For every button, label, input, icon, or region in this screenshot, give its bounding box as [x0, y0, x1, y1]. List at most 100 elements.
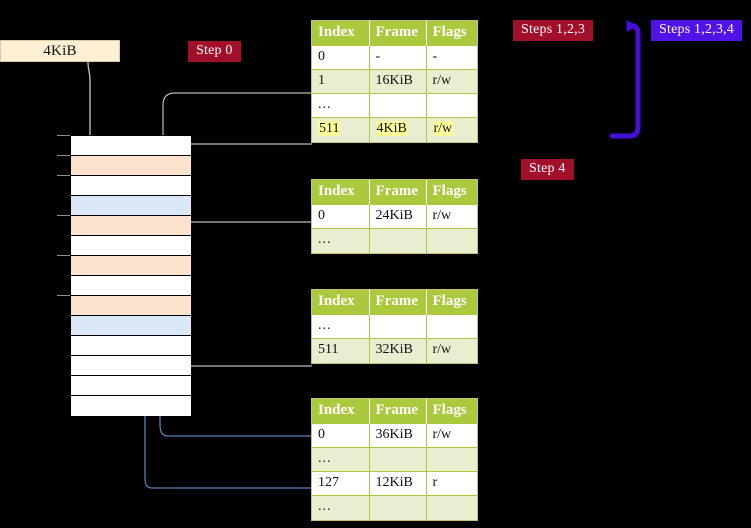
cell-flags	[426, 447, 477, 472]
memory-size-label: 4KiB	[0, 40, 120, 62]
cell-index: 127	[312, 471, 370, 496]
cell-frame	[369, 228, 427, 253]
wire-table1-row511-to-memory	[178, 143, 312, 224]
page-table-level-4: Index Frame Flags 0 36KiB r/w ... 127	[311, 398, 478, 521]
column-header-flags: Flags	[426, 290, 477, 315]
memory-row	[71, 296, 191, 316]
page-table-4-grid: Index Frame Flags 0 36KiB r/w ... 127	[312, 399, 477, 520]
cell-flags: -	[426, 45, 477, 70]
cell-index: 511	[312, 338, 370, 363]
cell-index: 511	[312, 117, 370, 142]
arrow-steps-loop	[609, 20, 641, 139]
memory-row	[71, 156, 191, 176]
badge-step-4: Step 4	[521, 159, 574, 180]
cell-flags	[426, 93, 477, 118]
cell-index: 0	[312, 204, 370, 229]
cell-frame	[369, 93, 427, 118]
highlighted-value: 4KiB	[375, 121, 408, 137]
memory-row-tick	[57, 255, 70, 256]
column-header-index: Index	[312, 290, 370, 315]
table-row: 127 12KiB r	[312, 471, 477, 496]
highlighted-value: r/w	[432, 121, 454, 137]
cell-index: 0	[312, 423, 370, 448]
table-row-highlighted: 511 4KiB r/w	[312, 117, 477, 142]
wire-table3-row511-to-memory	[178, 312, 312, 367]
cell-frame: 24KiB	[369, 204, 427, 229]
memory-row	[71, 136, 191, 156]
table-row: 0 36KiB r/w	[312, 423, 477, 448]
column-header-frame: Frame	[369, 180, 427, 205]
memory-row	[71, 336, 191, 356]
memory-row	[71, 276, 191, 296]
table-row: 0 - -	[312, 45, 477, 70]
cell-flags: r	[426, 471, 477, 496]
memory-row-tick	[57, 175, 70, 176]
cell-flags	[426, 495, 477, 520]
column-header-frame: Frame	[369, 21, 427, 46]
memory-row-tick	[57, 155, 70, 156]
cell-frame: 32KiB	[369, 338, 427, 363]
cell-index: ...	[312, 447, 370, 472]
cell-frame: 36KiB	[369, 423, 427, 448]
memory-row	[71, 236, 191, 256]
table-row: 511 32KiB r/w	[312, 338, 477, 363]
cell-flags: r/w	[426, 423, 477, 448]
table-header-row: Index Frame Flags	[312, 399, 477, 424]
page-table-level-3: Index Frame Flags ... 511 32KiB r/w	[311, 289, 478, 364]
table-row: ...	[312, 314, 477, 339]
table-row: ...	[312, 447, 477, 472]
memory-row	[71, 256, 191, 276]
cell-frame	[369, 314, 427, 339]
memory-row-tick	[57, 215, 70, 216]
table-row: ...	[312, 93, 477, 118]
cell-flags: r/w	[426, 204, 477, 229]
memory-column	[70, 135, 191, 416]
highlighted-value: 511	[318, 121, 341, 137]
column-header-flags: Flags	[426, 399, 477, 424]
table-row: ...	[312, 228, 477, 253]
cell-index: 1	[312, 69, 370, 94]
cell-flags: r/w	[426, 338, 477, 363]
memory-row	[71, 196, 191, 216]
memory-row	[71, 316, 191, 336]
cell-frame	[369, 495, 427, 520]
column-header-index: Index	[312, 21, 370, 46]
table-header-row: Index Frame Flags	[312, 21, 477, 46]
memory-row	[71, 176, 191, 196]
cell-frame: 12KiB	[369, 471, 427, 496]
memory-row	[71, 396, 191, 416]
cell-frame	[369, 447, 427, 472]
memory-row-tick	[57, 295, 70, 296]
column-header-flags: Flags	[426, 180, 477, 205]
badge-steps-1-2-3-4: Steps 1,2,3,4	[651, 20, 742, 41]
column-header-index: Index	[312, 180, 370, 205]
badge-step-0: Step 0	[188, 41, 241, 62]
page-table-2-grid: Index Frame Flags 0 24KiB r/w ...	[312, 180, 477, 253]
table-row: 1 16KiB r/w	[312, 69, 477, 94]
table-row: 0 24KiB r/w	[312, 204, 477, 229]
cell-flags	[426, 228, 477, 253]
memory-row	[71, 216, 191, 236]
cell-flags	[426, 314, 477, 339]
cell-index: ...	[312, 495, 370, 520]
memory-row	[71, 376, 191, 396]
cell-index: ...	[312, 228, 370, 253]
memory-row-tick	[57, 135, 70, 136]
memory-row	[71, 356, 191, 376]
badge-steps-1-2-3: Steps 1,2,3	[513, 20, 594, 41]
page-table-3-grid: Index Frame Flags ... 511 32KiB r/w	[312, 290, 477, 363]
cell-flags: r/w	[426, 117, 477, 142]
table-row: ...	[312, 495, 477, 520]
table-header-row: Index Frame Flags	[312, 290, 477, 315]
column-header-frame: Frame	[369, 290, 427, 315]
cell-frame: 4KiB	[369, 117, 427, 142]
cell-flags: r/w	[426, 69, 477, 94]
column-header-flags: Flags	[426, 21, 477, 46]
column-header-index: Index	[312, 399, 370, 424]
page-table-1-grid: Index Frame Flags 0 - - 1 16KiB r/w ...	[312, 21, 477, 142]
page-table-level-1: Index Frame Flags 0 - - 1 16KiB r/w ...	[311, 20, 478, 143]
cell-index: ...	[312, 93, 370, 118]
cell-index: ...	[312, 314, 370, 339]
cell-frame: -	[369, 45, 427, 70]
